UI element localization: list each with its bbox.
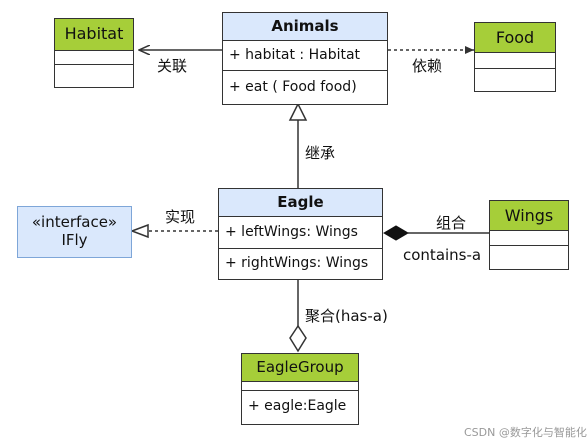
realization-arrowhead	[129, 223, 149, 239]
ifly-name: IFly	[61, 231, 88, 249]
eagle-attribute-leftwings: + leftWings: Wings	[219, 217, 382, 249]
animals-attribute-habitat: + habitat : Habitat	[223, 41, 387, 71]
food-attributes	[475, 53, 555, 69]
aggregation-label: 聚合(has-a)	[305, 307, 388, 325]
inheritance-arrowhead	[288, 102, 308, 121]
eagle-class-name: Eagle	[219, 189, 382, 217]
animals-method-eat: + eat ( Food food)	[229, 79, 357, 95]
wings-class[interactable]: Wings	[489, 200, 569, 270]
eaglegroup-class-name: EagleGroup	[242, 354, 358, 382]
habitat-methods	[55, 65, 133, 86]
eagle-class[interactable]: Eagle + leftWings: Wings + rightWings: W…	[218, 188, 383, 280]
watermark: CSDN @数字化与智能化	[464, 426, 587, 439]
habitat-class[interactable]: Habitat	[54, 18, 134, 88]
eaglegroup-attributes-spacer	[242, 382, 358, 391]
ifly-interface[interactable]: «interface» IFly	[17, 206, 132, 258]
animals-class[interactable]: Animals + habitat : Habitat + eat ( Food…	[222, 12, 388, 105]
wings-class-name: Wings	[490, 201, 568, 231]
ifly-stereotype: «interface»	[31, 213, 118, 231]
food-class-name: Food	[475, 23, 555, 53]
composition-note: contains-a	[403, 246, 482, 264]
habitat-class-name: Habitat	[55, 19, 133, 51]
habitat-attributes	[55, 51, 133, 65]
dependency-label: 依赖	[412, 57, 443, 75]
association-label: 关联	[157, 57, 188, 75]
eaglegroup-class[interactable]: EagleGroup + eagle:Eagle	[241, 353, 359, 425]
eagle-method-rightwings: + rightWings: Wings	[225, 255, 369, 271]
composition-label: 组合	[436, 214, 467, 232]
composition-diamond	[383, 225, 409, 241]
realization-label: 实现	[165, 208, 196, 226]
animals-class-name: Animals	[223, 13, 387, 41]
aggregation-diamond	[289, 324, 307, 353]
wings-methods	[490, 246, 568, 268]
food-class[interactable]: Food	[474, 22, 556, 92]
wings-attributes	[490, 231, 568, 246]
eaglegroup-attribute-eagle: + eagle:Eagle	[248, 398, 347, 414]
food-methods	[475, 69, 555, 90]
inheritance-label: 继承	[305, 144, 336, 162]
